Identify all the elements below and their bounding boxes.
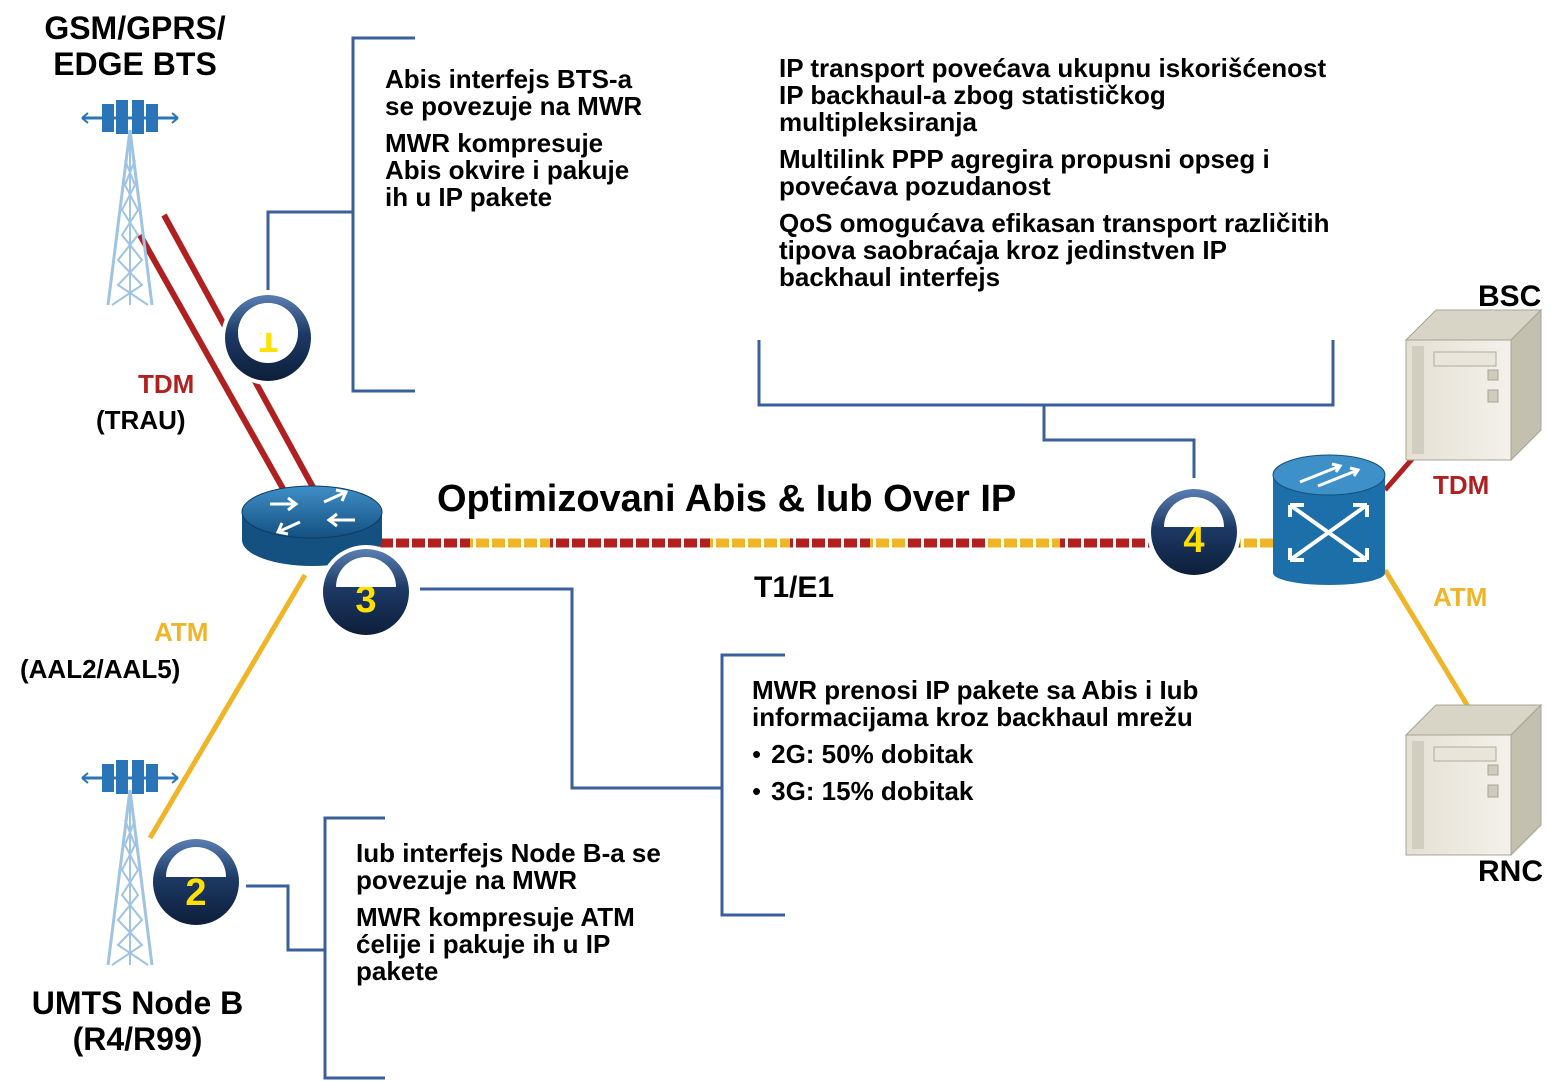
- badge-4: 4: [1147, 485, 1241, 579]
- badge-1: 1: [221, 291, 315, 385]
- atm-left-label: ATM: [154, 617, 209, 647]
- bts-label-line-2: EDGE BTS: [53, 46, 217, 82]
- bts-label-line-1: GSM/GPRS/: [44, 10, 226, 46]
- transport-note-bracket: [757, 340, 1335, 478]
- rnc-label: RNC: [1478, 855, 1543, 888]
- nodeb-note-bracket: [246, 816, 385, 1080]
- badge-3: 3: [319, 545, 413, 639]
- aal-label: (AAL2/AAL5): [20, 654, 181, 684]
- bts-note-para-2: MWR kompresuje Abis okvire i pakuje ih u…: [385, 128, 630, 212]
- link-title: Optimizovani Abis & Iub Over IP: [437, 478, 1017, 520]
- transport-note-para-2: Multilink PPP agregira propusni opseg i …: [779, 144, 1270, 201]
- link-sub: T1/E1: [754, 571, 835, 604]
- mwr-note: MWR prenosi IP pakete sa Abis i Iub info…: [752, 677, 1242, 805]
- bts-note-para-1: Abis interfejs BTS-a se povezuje na MWR: [385, 64, 643, 121]
- mwr-note-text: MWR prenosi IP pakete sa Abis i Iub info…: [752, 675, 1199, 732]
- atm-link-nodeb: [147, 573, 308, 840]
- badge-3-number: 3: [355, 579, 376, 621]
- nodeb-note-para-1: Iub interfejs Node B-a se povezuje na MW…: [356, 838, 661, 895]
- trau-label: (TRAU): [96, 405, 186, 435]
- transport-note-para-3: QoS omogućava efikasan transport različi…: [779, 208, 1330, 292]
- badge-4-number: 4: [1183, 519, 1204, 561]
- rnc-server-icon: [1405, 704, 1542, 856]
- nodeb-label-line-2: (R4/R99): [72, 1021, 203, 1057]
- atm-link-rnc: [1382, 568, 1478, 720]
- bsc-server-icon: [1405, 309, 1542, 461]
- mwr-note-bracket: [420, 587, 785, 917]
- transport-note-para-1: IP transport povećava ukupnu iskorišćeno…: [779, 53, 1327, 137]
- nodeb-label: UMTS Node B (R4/R99): [0, 985, 275, 1057]
- atm-switch-icon: [1272, 454, 1386, 585]
- bts-note-bracket: [266, 36, 415, 393]
- nodeb-label-line-1: UMTS Node B: [31, 985, 244, 1021]
- nodeb-note-para-2: MWR kompresuje ATM ćelije i pakuje ih u …: [356, 902, 635, 986]
- bsc-label: BSC: [1478, 280, 1542, 313]
- badge-2-number: 2: [185, 872, 206, 914]
- tdm-left-label: TDM: [138, 369, 195, 399]
- atm-right-label: ATM: [1433, 582, 1488, 612]
- bts-label: GSM/GPRS/ EDGE BTS: [0, 10, 270, 82]
- bts-note: Abis interfejs BTS-a se povezuje na MWR …: [385, 66, 655, 211]
- nodeb-note: Iub interfejs Node B-a se povezuje na MW…: [356, 840, 661, 985]
- mwr-note-bullet-2g: 2G: 50% dobitak: [752, 741, 1242, 768]
- tdm-right-label: TDM: [1433, 470, 1490, 500]
- transport-note: IP transport povećava ukupnu iskorišćeno…: [779, 55, 1334, 291]
- badge-2: 2: [149, 835, 243, 929]
- mwr-note-bullet-3g: 3G: 15% dobitak: [752, 778, 1242, 805]
